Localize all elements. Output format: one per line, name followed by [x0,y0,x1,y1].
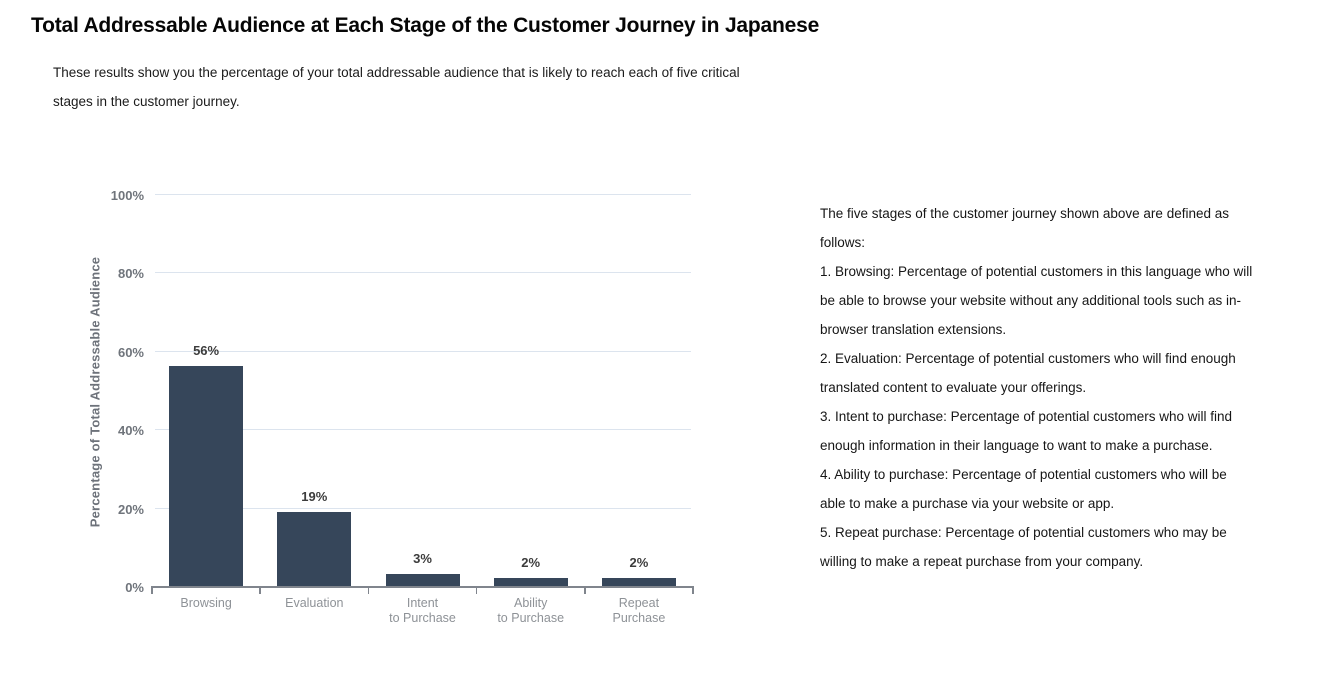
gridline [155,429,691,430]
definition-line: be able to browse your website without a… [820,293,1241,308]
gridline [155,351,691,352]
definition-line: enough information in their language to … [820,438,1213,453]
y-tick-label: 0% [125,580,144,595]
y-tick-label: 80% [117,266,144,281]
x-category-label-line: Intent [406,596,439,610]
bar-browsing [169,366,244,586]
bar-value-label: 2% [521,555,541,570]
x-axis-tick [475,586,478,594]
definition-line: browser translation extensions. [820,322,1007,337]
page-title: Total Addressable Audience at Each Stage… [31,14,820,37]
bar-value-label: 3% [413,551,432,566]
x-axis-tick [584,586,586,594]
page-subtitle: These results show you the percentage of… [53,58,740,116]
x-axis-tick [367,586,370,594]
x-axis-tick [692,586,694,594]
y-tick-label: 100% [110,188,144,203]
bar-value-label: 19% [301,489,328,504]
x-category-label-line: Ability [514,596,548,610]
definition-line: 1. Browsing: Percentage of potential cus… [820,264,1253,279]
definition-line: 4. Ability to purchase: Percentage of po… [820,467,1227,482]
y-axis-title: Percentage of Total Addressable Audience [87,256,103,528]
gridline [155,272,691,273]
x-category-label: Browsing [152,596,260,611]
bar-value-label: 2% [629,555,649,570]
gridline [155,508,691,509]
bar-evaluation [277,512,352,586]
x-axis-tick [259,586,261,594]
x-category-label-line: to Purchase [497,611,565,625]
x-category-label-line: Browsing [180,596,232,610]
definition-line: willing to make a repeat purchase from y… [820,554,1144,569]
subtitle-line: These results show you the percentage of… [53,65,740,80]
definition-line: 5. Repeat purchase: Percentage of potent… [820,525,1227,540]
x-category-label-line: to Purchase [389,611,456,625]
x-axis-tick [151,586,153,594]
bar-ability-to-purchase [493,578,568,586]
gridline [155,194,691,195]
bar-repeat-purchase [601,578,676,586]
x-category-label-line: Repeat [618,596,660,610]
stage-definitions-text: The five stages of the customer journey … [820,199,1252,576]
x-category-label-line: Purchase [612,611,666,625]
y-tick-label: 60% [117,345,144,360]
y-tick-label: 40% [117,423,144,438]
definition-line: The five stages of the customer journey … [820,206,1229,221]
definition-line: 2. Evaluation: Percentage of potential c… [820,351,1236,366]
subtitle-line: stages in the customer journey. [53,94,240,109]
bar-intent-to-purchase [385,574,460,586]
definition-line: follows: [820,235,866,250]
x-category-label: Evaluation [260,596,368,611]
bar-value-label: 56% [193,343,220,358]
bar-chart: Percentage of Total Addressable Audience… [87,188,694,625]
definition-line: able to make a purchase via your website… [820,496,1115,511]
x-category-label-line: Evaluation [285,596,344,610]
definition-line: translated content to evaluate your offe… [820,380,1087,395]
y-tick-label: 20% [117,502,144,517]
definition-line: 3. Intent to purchase: Percentage of pot… [820,409,1232,424]
